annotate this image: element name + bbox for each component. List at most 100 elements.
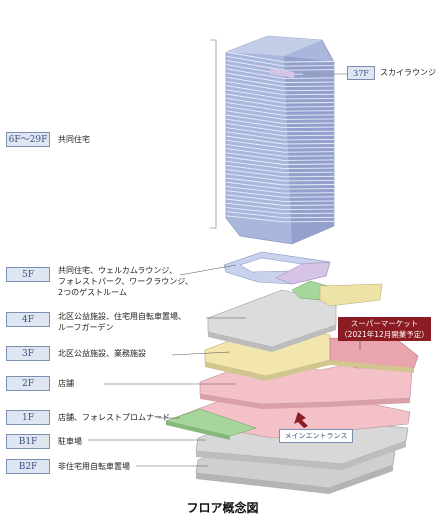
tower-stripe [225,127,285,137]
tower-stripe [283,208,335,211]
tower-stripe [283,118,335,120]
tower-stripe [283,143,335,145]
tower-stripe [283,188,335,190]
floor-desc-line: フォレストパーク、ワークラウンジ、 [58,277,194,286]
tower-stripe [225,118,285,129]
tower-stripe [225,135,285,145]
floor-desc-b2f: 非住宅用自転車置場 [58,461,130,472]
tower-stripe [283,179,335,182]
tower-stripe [283,61,335,63]
tower-stripe [283,163,335,165]
tower-stripe [225,156,285,165]
upper-floors-bracket [210,39,217,229]
tower-stripe [225,169,285,178]
tower-stripe [225,101,285,112]
tower-stripe [225,190,285,198]
sky-lounge-label: スカイラウンジ [380,68,436,77]
tower-stripe [283,167,335,170]
tower-stripe [283,220,335,223]
tower-stripe [225,177,285,186]
tower-stripe [283,200,335,202]
floor-desc-3f: 北区公益施設、業務施設 [58,348,146,359]
tower-stripe [225,198,285,206]
tower-stripe [283,204,335,206]
tower-stripe [283,102,335,104]
tower-stripe [283,171,335,174]
tower-stripe [283,134,335,137]
tower-stripe [283,77,335,79]
tower-stripe [283,93,335,96]
tower-stripe [283,196,335,198]
tower-residential [225,35,335,245]
tower-stripe [225,59,285,71]
tower-stripe [283,106,335,108]
main-entrance-label: メインエントランス [279,429,353,443]
tower-stripe [283,85,335,88]
floor-desc-line: 共同住宅 [58,135,90,144]
diagram-caption: フロア概念図 [186,501,259,515]
tower-stripe [225,97,285,108]
tower-stripe [225,211,285,219]
floor-desc-5f: 共同住宅、ウェルカムラウンジ、 フォレストパーク、ワークラウンジ、 2つのゲスト… [58,265,193,298]
tower-stripe [283,212,335,215]
floor-tag-2f: 2F [6,376,50,391]
tower-stripe [225,202,285,211]
tower-stripe [283,126,335,129]
floor-desc-4f: 北区公益施設、住宅用自転車置場、 ルーフガーデン [58,311,186,333]
floor-tag-4f: 4F [6,312,50,327]
sky-lounge-tag: 37F [347,66,375,80]
tower-stripe [283,114,335,116]
slab-4f [207,289,337,352]
tower-stripe [283,130,335,133]
floor-desc-line: 2つのゲストルーム [58,288,127,297]
tower-stripe [225,164,285,174]
supermarket-title: スーパーマーケット [350,319,419,328]
tower-stripe [283,122,335,124]
tower-stripe [225,131,285,141]
tower-stripe [283,65,335,67]
tower-stripe [225,76,285,88]
tower-stripe [225,55,285,67]
tower-stripe [283,151,335,153]
tower-stripe [225,72,285,83]
tower-stripe [283,159,335,161]
tower-stripe [225,152,285,161]
tower-stripe [283,192,335,194]
entrance-arrow-icon [294,412,308,428]
tower-stripe [225,139,285,149]
tower-stripe [225,173,285,182]
floor-desc-1f: 店舗、フォレストプロムナード [58,412,170,423]
tower-floor-stripes [225,51,335,223]
tower-stripe [225,215,285,223]
floor-desc-line: 北区公益施設、業務施設 [58,349,146,358]
tower-stripe [283,184,335,186]
supermarket-callout: スーパーマーケット （2021年12月開業予定） [338,317,431,341]
floor-tag-b1f: B1F [6,434,50,449]
tower-stripe [283,69,335,71]
tower-stripe [283,155,335,157]
sky-lounge-highlight [270,68,294,78]
floor-desc-line: 駐車場 [58,437,82,446]
tower-stripe [225,194,285,202]
tower-stripe [225,160,285,170]
floor-desc-b1f: 駐車場 [58,436,82,447]
tower-stripe [283,175,335,178]
tower-stripe [225,89,285,100]
floor-tag-5f: 5F [6,267,50,282]
supermarket-opening-note: （2021年12月開業予定） [340,330,429,339]
tower-stripe [283,81,335,83]
tower-stripe [225,181,285,190]
tower-stripe [225,110,285,120]
tower-stripe [225,143,285,153]
tower-stripe [283,216,335,219]
floor-desc-line: ルーフガーデン [58,323,114,332]
tower-stripe [225,122,285,133]
tower-stripe [225,80,285,92]
tower-stripe [283,138,335,141]
tower-stripe [225,85,285,96]
floor-tag-b2f: B2F [6,459,50,474]
tower-stripe [225,93,285,104]
floor-desc-line: 共同住宅、ウェルカムラウンジ、 [58,266,178,275]
tower-stripe [225,106,285,116]
